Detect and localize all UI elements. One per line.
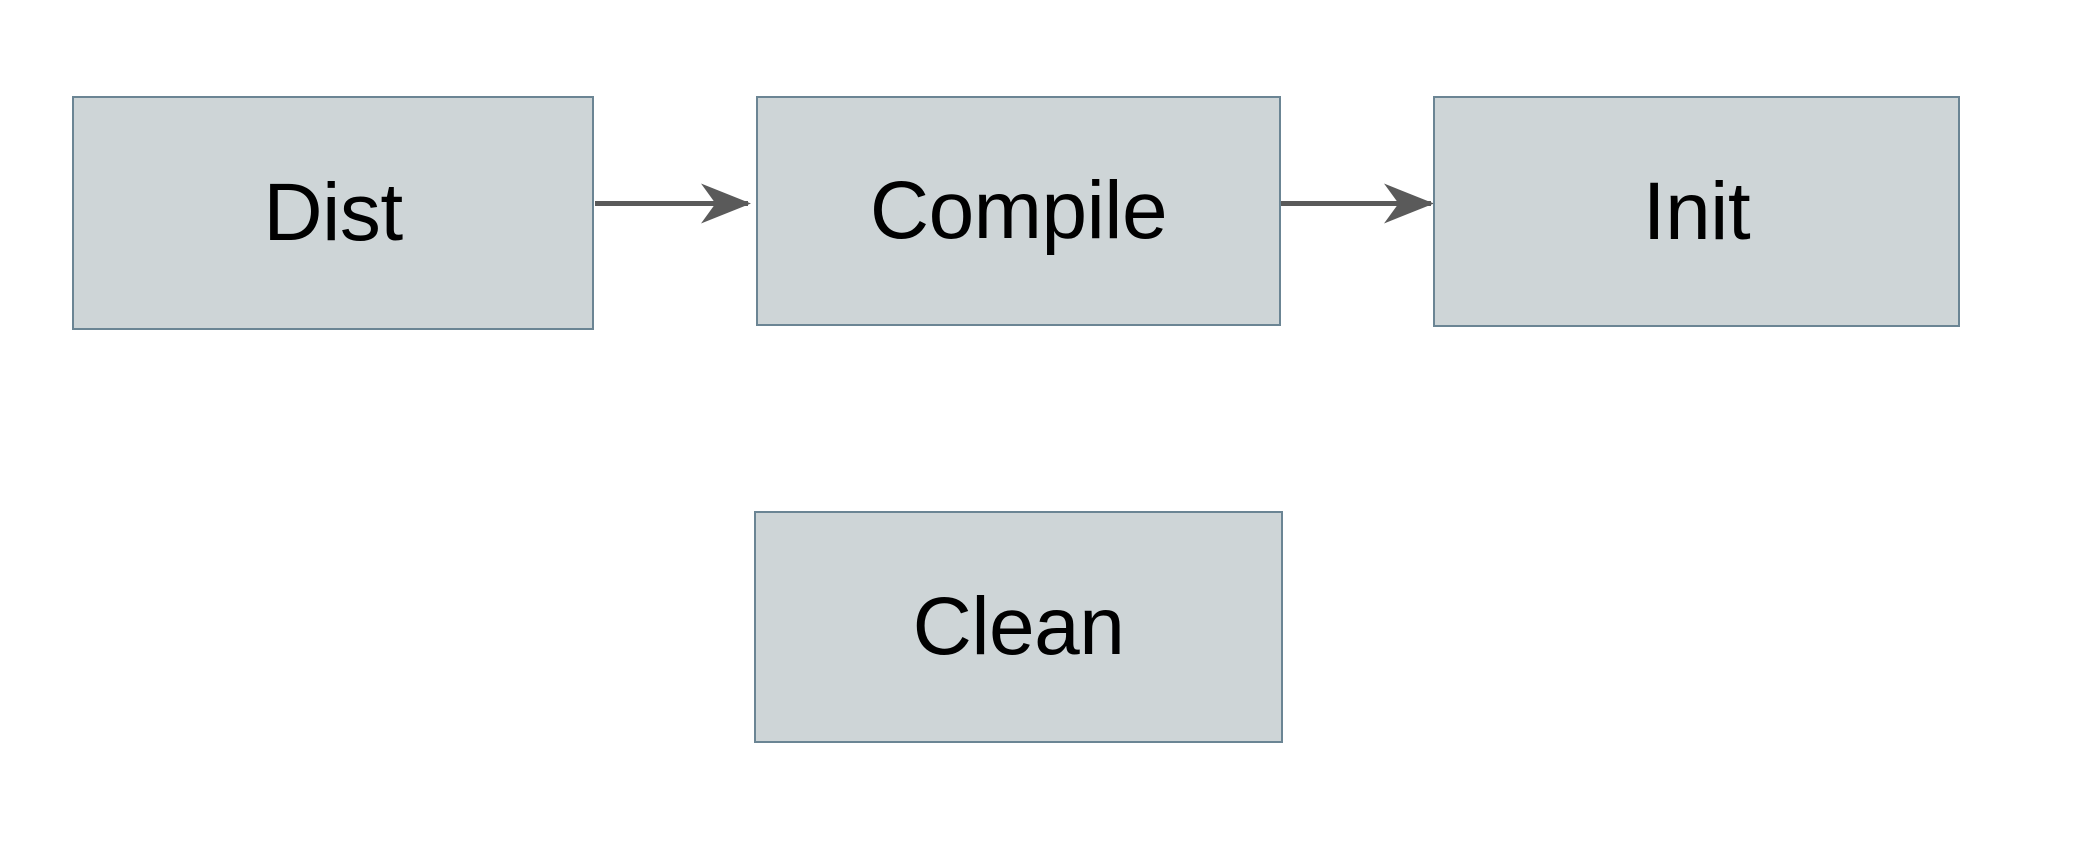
node-clean-label: Clean xyxy=(912,581,1125,672)
node-compile-label: Compile xyxy=(869,165,1168,256)
node-clean[interactable]: Clean xyxy=(754,511,1283,743)
node-init[interactable]: Init xyxy=(1433,96,1960,327)
node-dist-label: Dist xyxy=(263,167,403,258)
node-compile[interactable]: Compile xyxy=(756,96,1281,326)
node-init-label: Init xyxy=(1642,165,1751,257)
node-dist[interactable]: Dist xyxy=(72,96,594,330)
